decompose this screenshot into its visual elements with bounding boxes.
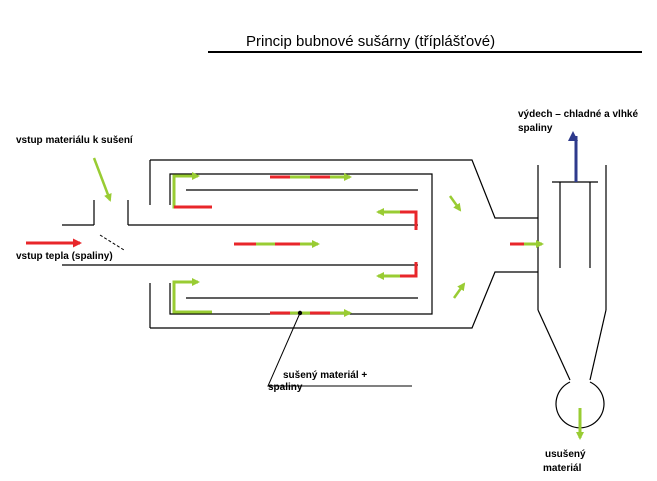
middle-upper-turn-gas [380,210,418,230]
mixture-leader-line [267,312,412,387]
product-label-line2: materiál [543,463,582,474]
outer-upper-turn [172,174,212,209]
cyclone-cone-right [589,309,607,381]
diagram-title: Princip bubnové sušárny (tříplášťové) [246,33,495,50]
exhaust-label-line2: spaliny [518,123,553,134]
middle-lower-turn-gas [380,262,418,278]
cone-upper-arrow [448,195,462,212]
outer-shell-bottom [150,271,538,329]
exhaust-label-line1: výdech – chladné a vlhké [518,109,638,120]
material-inlet-arrow [92,157,112,202]
outer-lower-turn [172,280,212,314]
heat-inlet-label: vstup tepla (spaliny) [16,251,113,262]
mixture-label-line2: spaliny [268,382,303,393]
middle-shell [169,173,433,315]
product-label-line1: usušený [545,449,586,460]
outer-shell-top [150,159,538,219]
mixture-label-line1: sušený materiál + [283,370,367,381]
cyclone-cone-left [537,309,571,381]
material-inlet-label: vstup materiálu k sušení [16,135,134,146]
cone-lower-arrow [452,282,466,299]
feed-chute [99,234,125,251]
